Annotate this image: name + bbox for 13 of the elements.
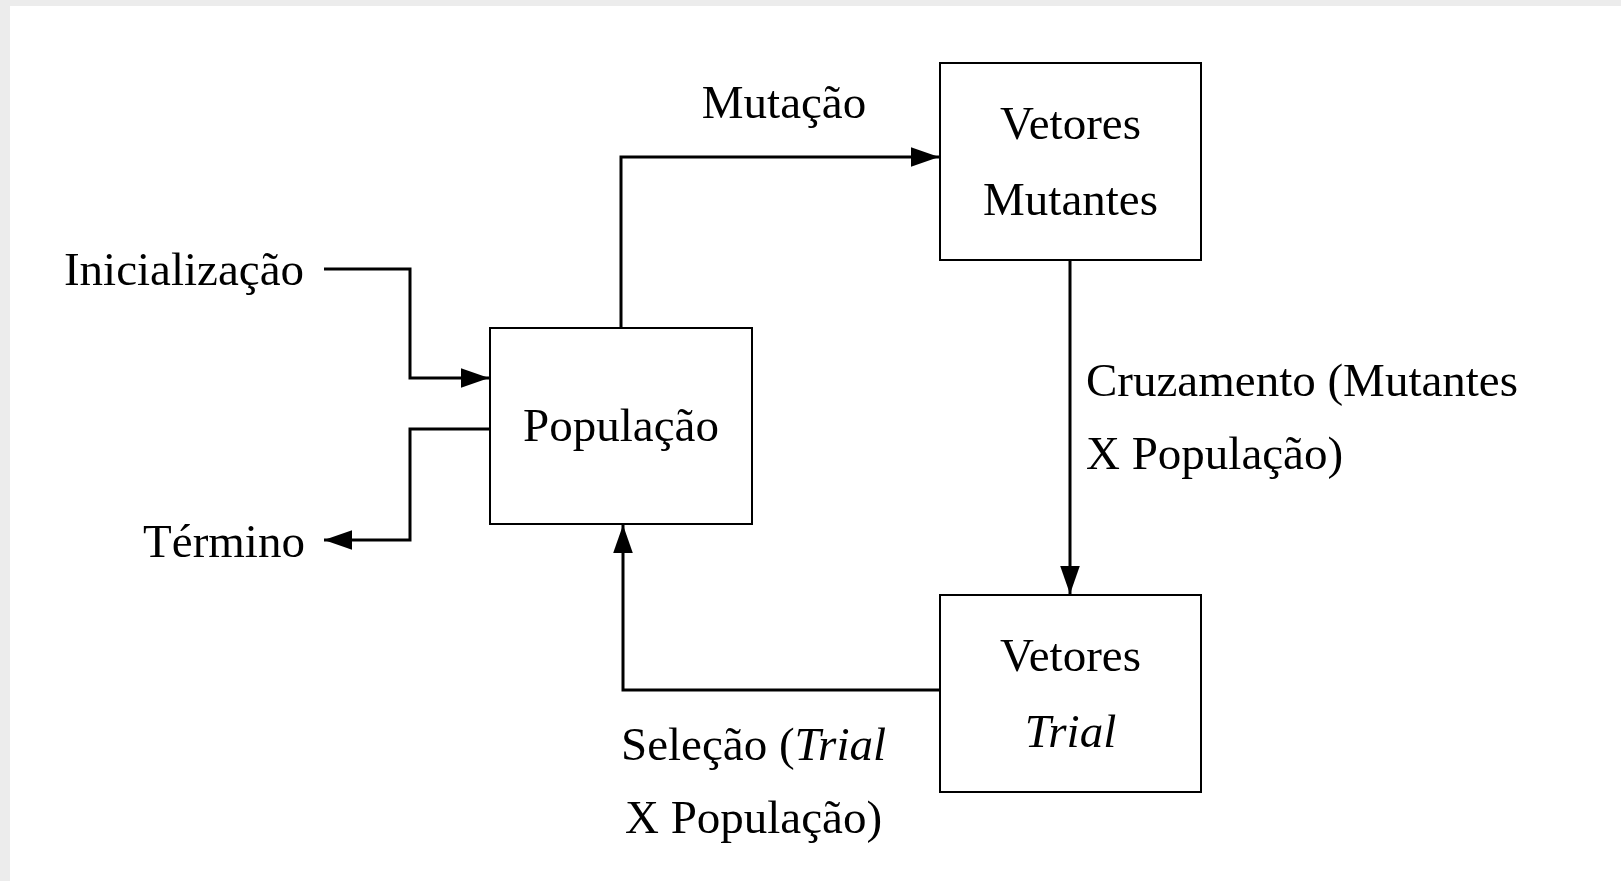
- arrow: [324, 427, 489, 550]
- process-box: [489, 327, 753, 525]
- box-label: Vetores Trial: [999, 628, 1142, 759]
- arrow: [324, 267, 489, 388]
- arrow: [619, 147, 939, 327]
- terminal-label: Término: [143, 514, 305, 570]
- process-box: [939, 594, 1202, 793]
- process-box: [939, 62, 1202, 261]
- terminal-label: Inicialização: [63, 242, 305, 298]
- box-label: Vetores Mutantes: [982, 96, 1159, 227]
- arrow: [1060, 261, 1080, 594]
- box-label: População: [523, 398, 719, 454]
- arrow: [613, 525, 939, 692]
